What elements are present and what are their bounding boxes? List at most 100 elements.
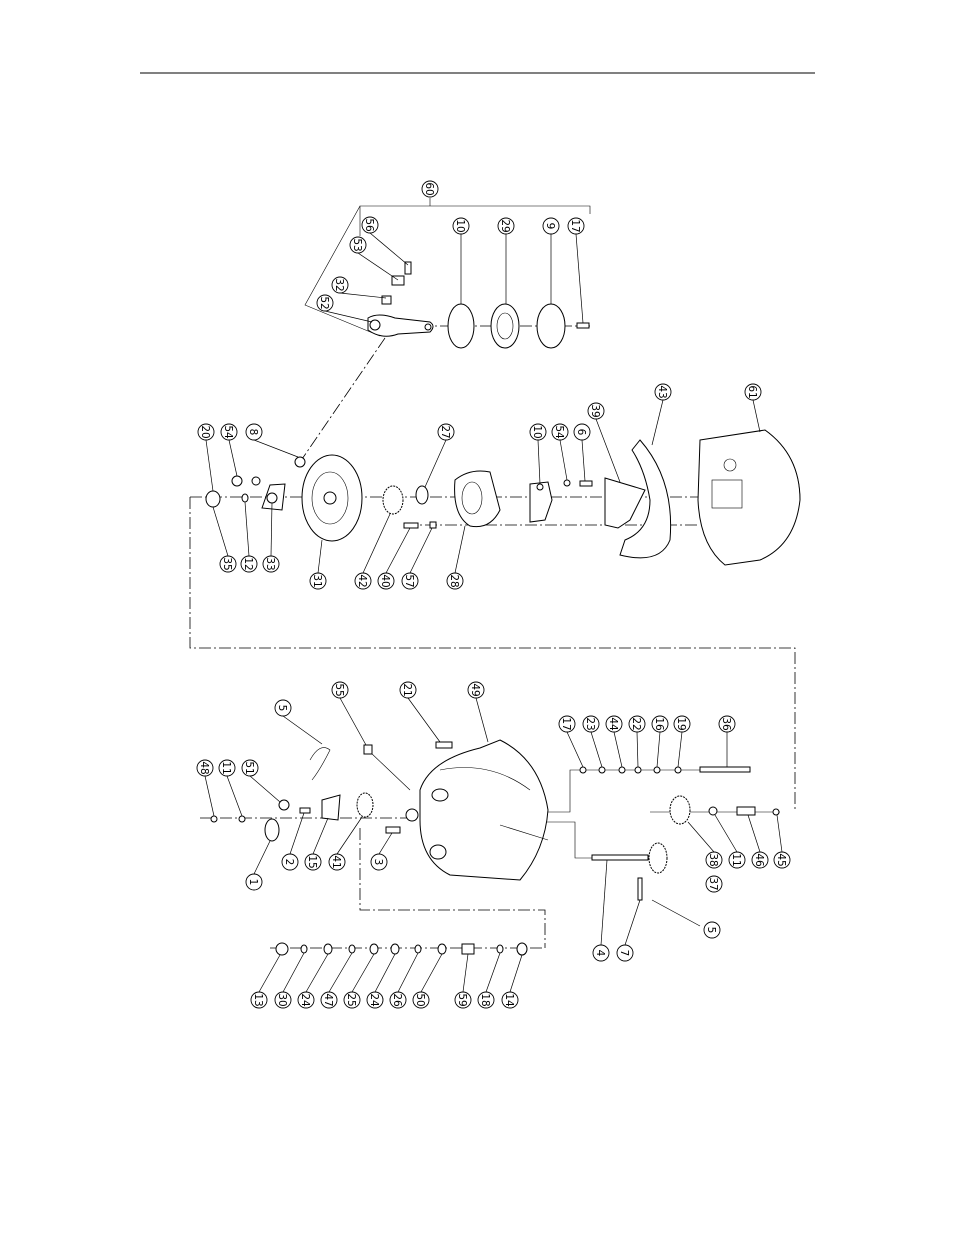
callout-12: 12 bbox=[240, 555, 258, 573]
plug-part bbox=[363, 744, 373, 755]
callout-50-text: 50 bbox=[414, 993, 426, 1006]
callout-leader-line bbox=[595, 418, 621, 483]
callout-35-text: 35 bbox=[221, 557, 233, 570]
spring-part bbox=[309, 747, 331, 781]
callout-leader-line bbox=[407, 697, 441, 743]
callout-4: 4 bbox=[592, 944, 610, 962]
callout-53-text: 53 bbox=[351, 238, 363, 251]
callout-2: 2 bbox=[281, 853, 299, 871]
callout-29: 29 bbox=[497, 217, 515, 235]
callout-leader-line bbox=[575, 233, 584, 324]
callout-37: 37 bbox=[705, 875, 723, 893]
callout-leader-line bbox=[305, 953, 329, 993]
washer-part bbox=[238, 815, 246, 823]
gear-part bbox=[669, 795, 691, 825]
callout-11-right-text: 11 bbox=[730, 853, 742, 866]
callout-12-text: 12 bbox=[242, 557, 254, 570]
callout-leader-line bbox=[339, 292, 387, 299]
callout-leader-line bbox=[317, 539, 323, 574]
washer-part bbox=[674, 766, 682, 774]
gear-part bbox=[356, 792, 374, 818]
callout-15: 15 bbox=[304, 853, 322, 871]
callout-56: 56 bbox=[361, 216, 379, 234]
callout-leader-line bbox=[420, 953, 443, 993]
washer-part bbox=[579, 766, 587, 774]
callout-36: 36 bbox=[718, 715, 736, 733]
housing-part bbox=[454, 470, 501, 528]
nut-part bbox=[275, 942, 289, 956]
callout-42: 42 bbox=[354, 572, 372, 590]
callout-25-text: 25 bbox=[345, 993, 357, 1006]
callout-24-b-text: 24 bbox=[368, 993, 380, 1007]
callout-19: 19 bbox=[673, 715, 691, 733]
plate-part bbox=[536, 303, 566, 349]
callout-leader-line bbox=[566, 731, 584, 768]
callout-38-text: 38 bbox=[707, 853, 719, 866]
callout-leader-line bbox=[677, 731, 683, 768]
shaft-part bbox=[699, 766, 751, 773]
callout-49-text: 49 bbox=[469, 683, 481, 696]
callout-17-top-text: 17 bbox=[569, 219, 581, 232]
callout-leader-line bbox=[249, 775, 281, 803]
plate-part bbox=[447, 303, 475, 349]
callout-39-text: 39 bbox=[589, 404, 601, 417]
callout-30: 30 bbox=[274, 991, 292, 1009]
bushing-part bbox=[736, 806, 756, 816]
callout-43: 43 bbox=[654, 383, 672, 401]
washer-part bbox=[708, 806, 718, 816]
callout-33: 33 bbox=[262, 555, 280, 573]
callout-leader-line bbox=[226, 775, 243, 817]
callout-20: 20 bbox=[197, 423, 215, 441]
callout-leader-line bbox=[714, 814, 738, 853]
callout-53: 53 bbox=[349, 236, 367, 254]
callout-leader-line bbox=[600, 859, 608, 946]
callout-25: 25 bbox=[343, 991, 361, 1009]
callout-28: 28 bbox=[446, 572, 464, 590]
callout-leader-line bbox=[613, 731, 623, 768]
callout-52-text: 52 bbox=[318, 296, 330, 309]
callout-leader-line bbox=[204, 775, 215, 817]
callout-leader-line bbox=[253, 840, 271, 875]
callout-44-text: 44 bbox=[607, 717, 619, 731]
washer-part bbox=[251, 476, 261, 486]
callout-30-text: 30 bbox=[276, 993, 288, 1006]
callout-7: 7 bbox=[616, 944, 634, 962]
callout-31-text: 31 bbox=[311, 574, 323, 587]
callout-38: 38 bbox=[705, 851, 723, 869]
lever-part bbox=[529, 481, 553, 523]
callout-leader-line bbox=[282, 952, 305, 993]
callout-40-text: 40 bbox=[379, 574, 391, 587]
callout-32-text: 32 bbox=[333, 278, 345, 291]
callout-leader-line bbox=[244, 501, 250, 557]
callout-10-mid-text: 10 bbox=[531, 425, 543, 438]
callout-leader-line bbox=[776, 814, 783, 853]
washer-part bbox=[653, 766, 661, 774]
callout-9-top: 9 bbox=[542, 217, 560, 235]
nut-part bbox=[516, 942, 528, 956]
screw-part bbox=[576, 322, 590, 329]
callout-leader-line bbox=[397, 952, 419, 993]
callout-leader-line bbox=[636, 731, 639, 768]
callout-leader-line bbox=[559, 439, 568, 481]
callout-leader-line bbox=[590, 731, 603, 768]
pin-part bbox=[637, 877, 643, 901]
callout-60-text: 60 bbox=[423, 182, 435, 195]
callout-leader-line bbox=[485, 952, 501, 993]
callout-17-shaft-text: 17 bbox=[560, 717, 572, 730]
callout-leader-line bbox=[312, 817, 329, 855]
callout-40: 40 bbox=[377, 572, 395, 590]
callout-1: 1 bbox=[245, 873, 263, 891]
callout-15-text: 15 bbox=[306, 855, 318, 868]
callout-leader-line bbox=[369, 232, 409, 266]
callout-5-spring: 5 bbox=[274, 699, 292, 717]
cover-part bbox=[301, 454, 363, 542]
callout-28-text: 28 bbox=[448, 574, 460, 587]
callout-42-text: 42 bbox=[356, 574, 368, 587]
washer-part bbox=[772, 808, 780, 816]
callout-10-mid: 10 bbox=[529, 423, 547, 441]
gasket-part bbox=[490, 303, 520, 349]
callout-61-text: 61 bbox=[746, 385, 758, 398]
callout-leader-line bbox=[656, 731, 661, 768]
callout-leader-line bbox=[339, 697, 367, 746]
